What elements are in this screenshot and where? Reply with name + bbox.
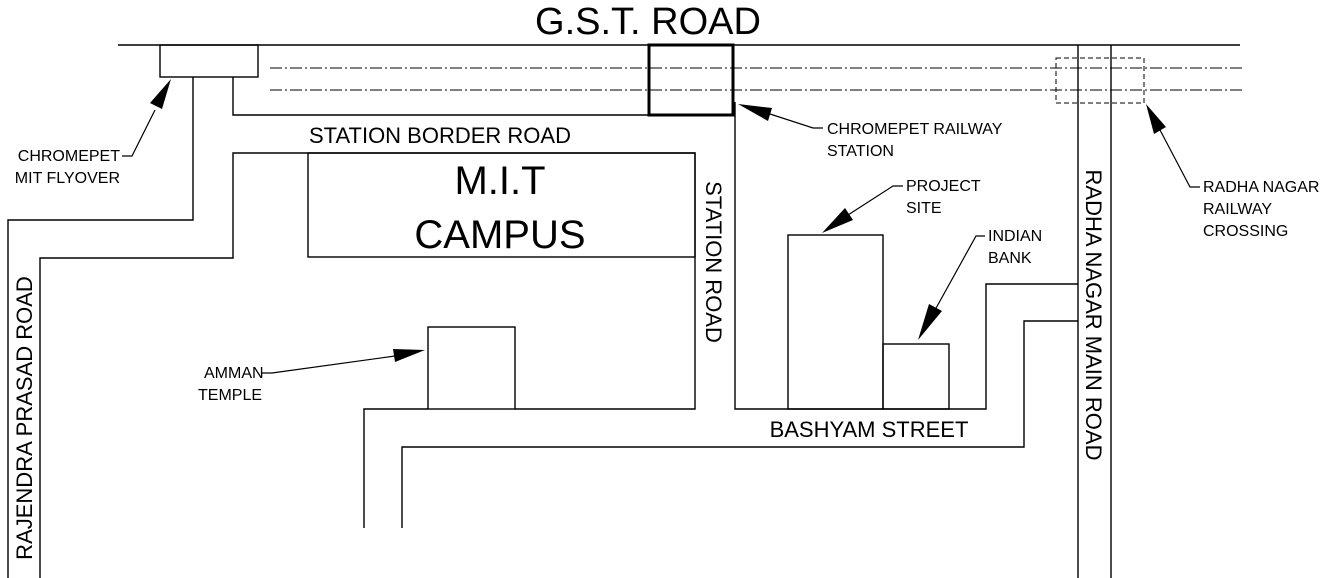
rajendra-prasad-road-west-edge bbox=[7, 77, 194, 578]
railway-crossing-box bbox=[1055, 57, 1145, 104]
flyover-box bbox=[159, 44, 259, 78]
station-road-east-edge bbox=[734, 102, 1078, 410]
project-site-arrowhead bbox=[822, 208, 853, 233]
radha-nagar-main-road-label: RADHA NAGAR MAIN ROAD bbox=[1081, 170, 1106, 461]
station-road-label: STATION ROAD bbox=[701, 181, 726, 343]
amman-temple-box bbox=[427, 326, 516, 410]
railway-crossing-label-1: RADHA NAGAR bbox=[1203, 179, 1319, 196]
railway-crossing-label-3: CROSSING bbox=[1203, 223, 1288, 240]
amman-temple-label-2: TEMPLE bbox=[198, 387, 262, 404]
indian-bank-leader bbox=[934, 235, 985, 311]
railway-station-leader bbox=[769, 113, 823, 129]
mit-campus-label-2: CAMPUS bbox=[414, 213, 585, 257]
flyover-label-1: CHROMEPET bbox=[18, 148, 120, 165]
bashyam-street-south-edge bbox=[401, 320, 1078, 528]
project-site-label-2: SITE bbox=[906, 200, 942, 217]
indian-bank-box bbox=[882, 343, 950, 410]
flyover-leader bbox=[122, 109, 156, 157]
railway-crossing-arrowhead bbox=[1146, 104, 1166, 134]
flyover-label-2: MIT FLYOVER bbox=[15, 170, 120, 187]
station-border-road-edge bbox=[232, 77, 649, 116]
rajendra-prasad-road-label: RAJENDRA PRASAD ROAD bbox=[12, 276, 37, 560]
railway-station-label-2: STATION bbox=[827, 143, 894, 160]
project-site-box bbox=[787, 234, 884, 410]
railway-station-box bbox=[647, 43, 735, 117]
mit-campus-label-1: M.I.T bbox=[454, 159, 545, 203]
amman-temple-leader bbox=[262, 355, 396, 374]
lower-road-west-edge bbox=[363, 408, 428, 528]
mit-campus-box bbox=[307, 152, 696, 258]
rajendra-prasad-road-east-edge bbox=[39, 152, 696, 578]
railway-crossing-label-2: RAILWAY bbox=[1203, 201, 1272, 218]
amman-temple-arrowhead bbox=[393, 349, 425, 362]
project-site-leader bbox=[847, 185, 903, 216]
gst-road-label: G.S.T. ROAD bbox=[535, 1, 761, 43]
bashyam-street-label: BASHYAM STREET bbox=[770, 417, 969, 442]
flyover-arrowhead bbox=[150, 79, 171, 109]
railway-station-arrowhead bbox=[738, 104, 772, 121]
indian-bank-label-2: BANK bbox=[988, 250, 1032, 267]
railway-station-label-1: CHROMEPET RAILWAY bbox=[827, 121, 1003, 138]
indian-bank-arrowhead bbox=[918, 304, 942, 340]
amman-temple-label-1: AMMAN bbox=[204, 365, 264, 382]
project-site-label-1: PROJECT bbox=[906, 178, 981, 195]
station-border-road-label: STATION BORDER ROAD bbox=[309, 123, 571, 148]
indian-bank-label-1: INDIAN bbox=[988, 228, 1042, 245]
railway-crossing-leader bbox=[1159, 129, 1200, 188]
